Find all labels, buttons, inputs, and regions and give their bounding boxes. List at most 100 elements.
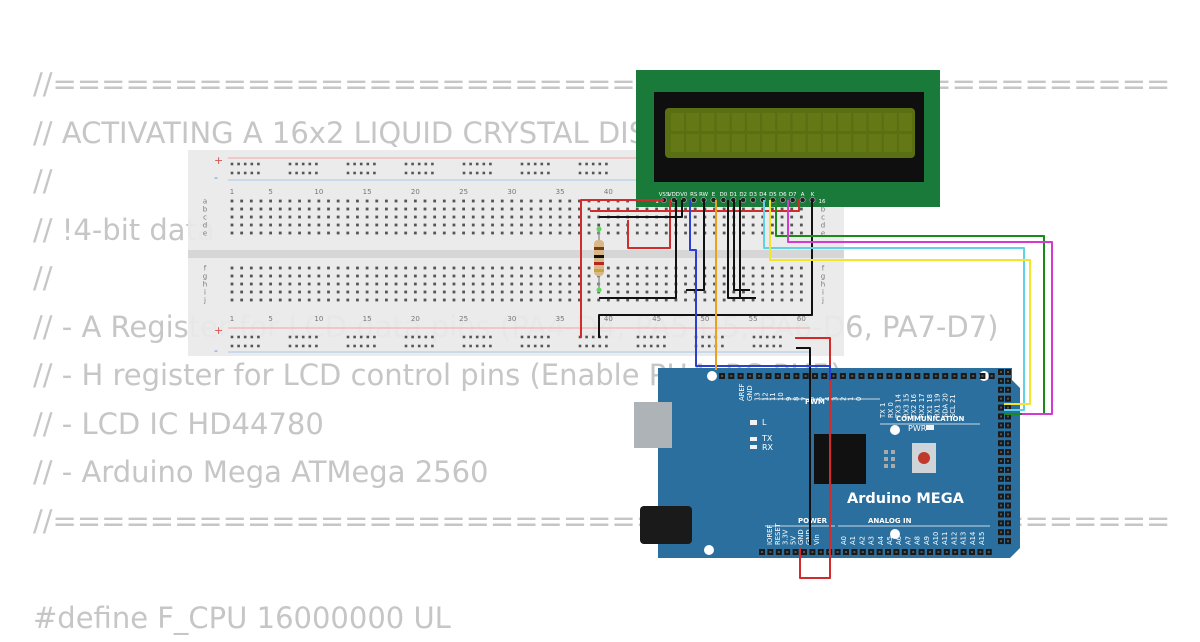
pin-label: TX2 16 bbox=[910, 394, 918, 419]
pin-label: A10 bbox=[932, 532, 940, 545]
pin-label: 1 bbox=[847, 397, 855, 401]
column-number-bottom: 45 bbox=[652, 315, 661, 323]
led-l-label: L bbox=[762, 418, 767, 427]
pwr-led-icon bbox=[926, 425, 934, 430]
lcd-pin-label: VDD bbox=[668, 192, 680, 198]
led-l-icon bbox=[750, 420, 757, 425]
pin-label: A3 bbox=[868, 536, 876, 545]
atmega-chip bbox=[814, 434, 866, 484]
column-number-bottom: 10 bbox=[314, 315, 323, 323]
reset-button[interactable] bbox=[918, 452, 930, 464]
column-number-top: 10 bbox=[314, 188, 323, 196]
pin-label: 3.3V bbox=[782, 529, 790, 545]
pin-label: A12 bbox=[950, 532, 958, 545]
power-label: POWER bbox=[798, 517, 828, 525]
column-number-top: 25 bbox=[459, 188, 468, 196]
pin-label: A15 bbox=[978, 532, 986, 545]
pin-label: A11 bbox=[941, 532, 949, 545]
column-number-bottom: 35 bbox=[556, 315, 565, 323]
pin-label: RX 0 bbox=[887, 402, 895, 418]
column-number-bottom: 5 bbox=[268, 315, 272, 323]
pin-label: RX2 17 bbox=[918, 393, 926, 418]
arduino-mega-board: L TX RX PWR Arduino MEGA PWM COMMUNICATI… bbox=[634, 368, 1020, 558]
lcd-pin-label: D3 bbox=[749, 192, 757, 198]
pin-label: GND bbox=[746, 385, 754, 401]
pin-label: A4 bbox=[877, 536, 885, 545]
led-tx-icon bbox=[750, 437, 757, 441]
pin-label: 11 bbox=[769, 392, 777, 401]
row-letter: b bbox=[203, 206, 208, 214]
pin-label: A2 bbox=[858, 536, 866, 545]
rail-plus-label: + bbox=[214, 154, 223, 167]
pin-label: 3 bbox=[832, 397, 840, 401]
pin-label: 0 bbox=[855, 397, 863, 401]
lcd-pin-label: RS bbox=[690, 192, 698, 198]
column-number-bottom: 55 bbox=[749, 315, 758, 323]
pin-label: A7 bbox=[904, 536, 912, 545]
board-title: Arduino MEGA bbox=[847, 491, 965, 507]
pin-label: 2 bbox=[839, 397, 847, 401]
pin-label: A8 bbox=[914, 536, 922, 545]
row-letter: i bbox=[204, 289, 206, 297]
lcd-pin-label: D4 bbox=[759, 192, 767, 198]
pin-label: 12 bbox=[761, 392, 769, 401]
row-letter: i bbox=[822, 289, 824, 297]
row-letter: j bbox=[203, 297, 206, 305]
pin-label: AREF bbox=[738, 383, 746, 401]
column-number-top: 5 bbox=[268, 188, 272, 196]
pin-label: 7 bbox=[800, 397, 808, 401]
pin-label: GND bbox=[797, 529, 805, 545]
pin-label: TX 1 bbox=[879, 403, 887, 419]
lcd-pin-label: D1 bbox=[730, 192, 738, 198]
pin-label: Vin bbox=[813, 534, 821, 545]
lcd-pin-label: E bbox=[712, 192, 716, 198]
column-number-bottom: 30 bbox=[507, 315, 516, 323]
pin-label: RX1 19 bbox=[934, 393, 942, 418]
column-number-bottom: 40 bbox=[604, 315, 613, 323]
rail-minus-label: - bbox=[214, 171, 218, 184]
lcd-pin-label: K bbox=[811, 192, 815, 198]
led-tx-label: TX bbox=[761, 434, 773, 443]
pin-label: 5V bbox=[789, 536, 797, 545]
pin-label: 10 bbox=[777, 392, 785, 401]
column-number-top: 40 bbox=[604, 188, 613, 196]
lcd-pin-label: D7 bbox=[789, 192, 797, 198]
lcd-pin-label: D2 bbox=[739, 192, 747, 198]
led-rx-label: RX bbox=[762, 443, 774, 452]
row-letter: g bbox=[821, 273, 825, 281]
column-number-top: 35 bbox=[556, 188, 565, 196]
pin-label: TX1 18 bbox=[926, 394, 934, 419]
column-number-top: 15 bbox=[363, 188, 372, 196]
column-number-top: 1 bbox=[230, 188, 234, 196]
column-number-top: 30 bbox=[507, 188, 516, 196]
column-number-bottom: 50 bbox=[700, 315, 709, 323]
lcd-pin-label: D0 bbox=[720, 192, 728, 198]
pin-label: 5 bbox=[816, 397, 824, 401]
column-number-top: 20 bbox=[411, 188, 420, 196]
row-letter: h bbox=[821, 281, 825, 289]
lcd-pin-label: A bbox=[801, 192, 805, 198]
column-number-bottom: 1 bbox=[230, 315, 234, 323]
lcd-pin-label: D6 bbox=[779, 192, 787, 198]
rail-minus-label-bottom: - bbox=[214, 344, 218, 357]
pin-label: RESET bbox=[774, 522, 782, 545]
pin-label: 8 bbox=[793, 397, 801, 401]
pin-label: TX3 14 bbox=[895, 394, 903, 419]
rail-plus-label-bottom: + bbox=[214, 324, 223, 337]
row-letter: d bbox=[203, 222, 207, 230]
row-letter: c bbox=[821, 214, 825, 222]
pin-label: SCL 21 bbox=[949, 394, 957, 418]
usb-port bbox=[634, 402, 672, 448]
column-number-bottom: 25 bbox=[459, 315, 468, 323]
pin-label: A13 bbox=[960, 532, 968, 545]
analog-in-label: ANALOG IN bbox=[868, 517, 912, 525]
column-number-bottom: 60 bbox=[797, 315, 806, 323]
column-number-bottom: 20 bbox=[411, 315, 420, 323]
power-jack bbox=[640, 506, 692, 544]
pwr-led-label: PWR bbox=[908, 424, 927, 433]
pin-label: A9 bbox=[923, 536, 931, 545]
row-letter: h bbox=[203, 281, 207, 289]
lcd-pin-label: D5 bbox=[769, 192, 777, 198]
